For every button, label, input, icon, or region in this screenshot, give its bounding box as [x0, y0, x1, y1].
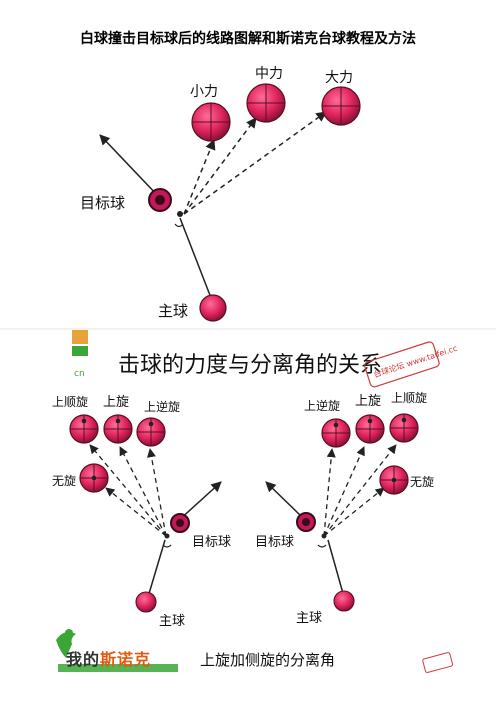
label-top-left: 上旋 — [103, 395, 129, 410]
label-top-right: 上旋 — [355, 394, 381, 409]
label-cue-left: 主球 — [159, 614, 185, 629]
target-ball-right — [296, 512, 316, 532]
label-none-right: 无旋 — [410, 475, 434, 489]
ball-large — [321, 86, 361, 126]
logo-mark — [56, 629, 178, 672]
cue-ball — [199, 294, 227, 322]
ball-top-reverse-right — [321, 418, 351, 448]
ball-top-left — [103, 414, 133, 444]
label-cue: 主球 — [158, 302, 188, 320]
ball-none-left — [79, 463, 109, 493]
bottom-caption: 上旋加侧旋的分离角 — [200, 651, 335, 669]
label-medium: 中力 — [255, 66, 283, 82]
ball-top-reverse-left — [136, 417, 166, 447]
path-small — [183, 139, 216, 215]
label-top-follow-left: 上顺旋 — [52, 395, 88, 409]
path-medium — [183, 117, 257, 215]
label-target: 目标球 — [80, 194, 125, 212]
ball-top-follow-right — [389, 413, 419, 443]
section-title: 击球的力度与分离角的关系 — [118, 353, 382, 378]
label-top-reverse-right: 上逆旋 — [304, 398, 340, 413]
ball-small — [191, 102, 231, 142]
svg-text:cn: cn — [74, 369, 85, 379]
page-title: 白球撞击目标球后的线路图解和斯诺克台球教程及方法 — [80, 31, 416, 47]
label-top-follow-right: 上顺旋 — [391, 391, 427, 405]
label-cue-right: 主球 — [296, 611, 322, 626]
contact-point — [177, 211, 183, 217]
label-none-left: 无旋 — [52, 474, 76, 488]
ball-top-follow-left — [69, 414, 99, 444]
cue-ball-right — [333, 590, 355, 612]
label-top-reverse-left: 上逆旋 — [144, 399, 180, 414]
ball-none-right — [379, 465, 409, 495]
label-small: 小力 — [190, 84, 218, 100]
ball-medium — [246, 83, 286, 123]
path-large — [183, 111, 327, 215]
target-direction-arrow — [99, 134, 161, 199]
right-diagram: 上逆旋 上旋 上顺旋 无旋 目标球 主球 — [255, 391, 434, 626]
top-diagram: 小力 中力 大力 目标球 主球 — [80, 66, 361, 322]
corner-stamp — [422, 652, 454, 673]
label-large: 大力 — [325, 70, 353, 86]
section-header: cn 击球的力度与分离角的关系 台球论坛 www.taifei.cc — [0, 328, 496, 388]
target-ball-left — [170, 513, 190, 533]
cue-path-line — [179, 217, 214, 304]
label-target-right: 目标球 — [255, 535, 294, 550]
logo-text: 我的斯诺克 — [66, 650, 152, 669]
logo-figure-icon — [56, 632, 76, 658]
cue-ball-left — [135, 591, 157, 613]
target-ball — [148, 188, 172, 212]
left-diagram: 上顺旋 上旋 上逆旋 无旋 目标球 主球 — [52, 395, 231, 629]
label-target-left: 目标球 — [192, 535, 231, 550]
ball-top-right — [355, 414, 385, 444]
logo-fragment-icon — [72, 330, 88, 344]
